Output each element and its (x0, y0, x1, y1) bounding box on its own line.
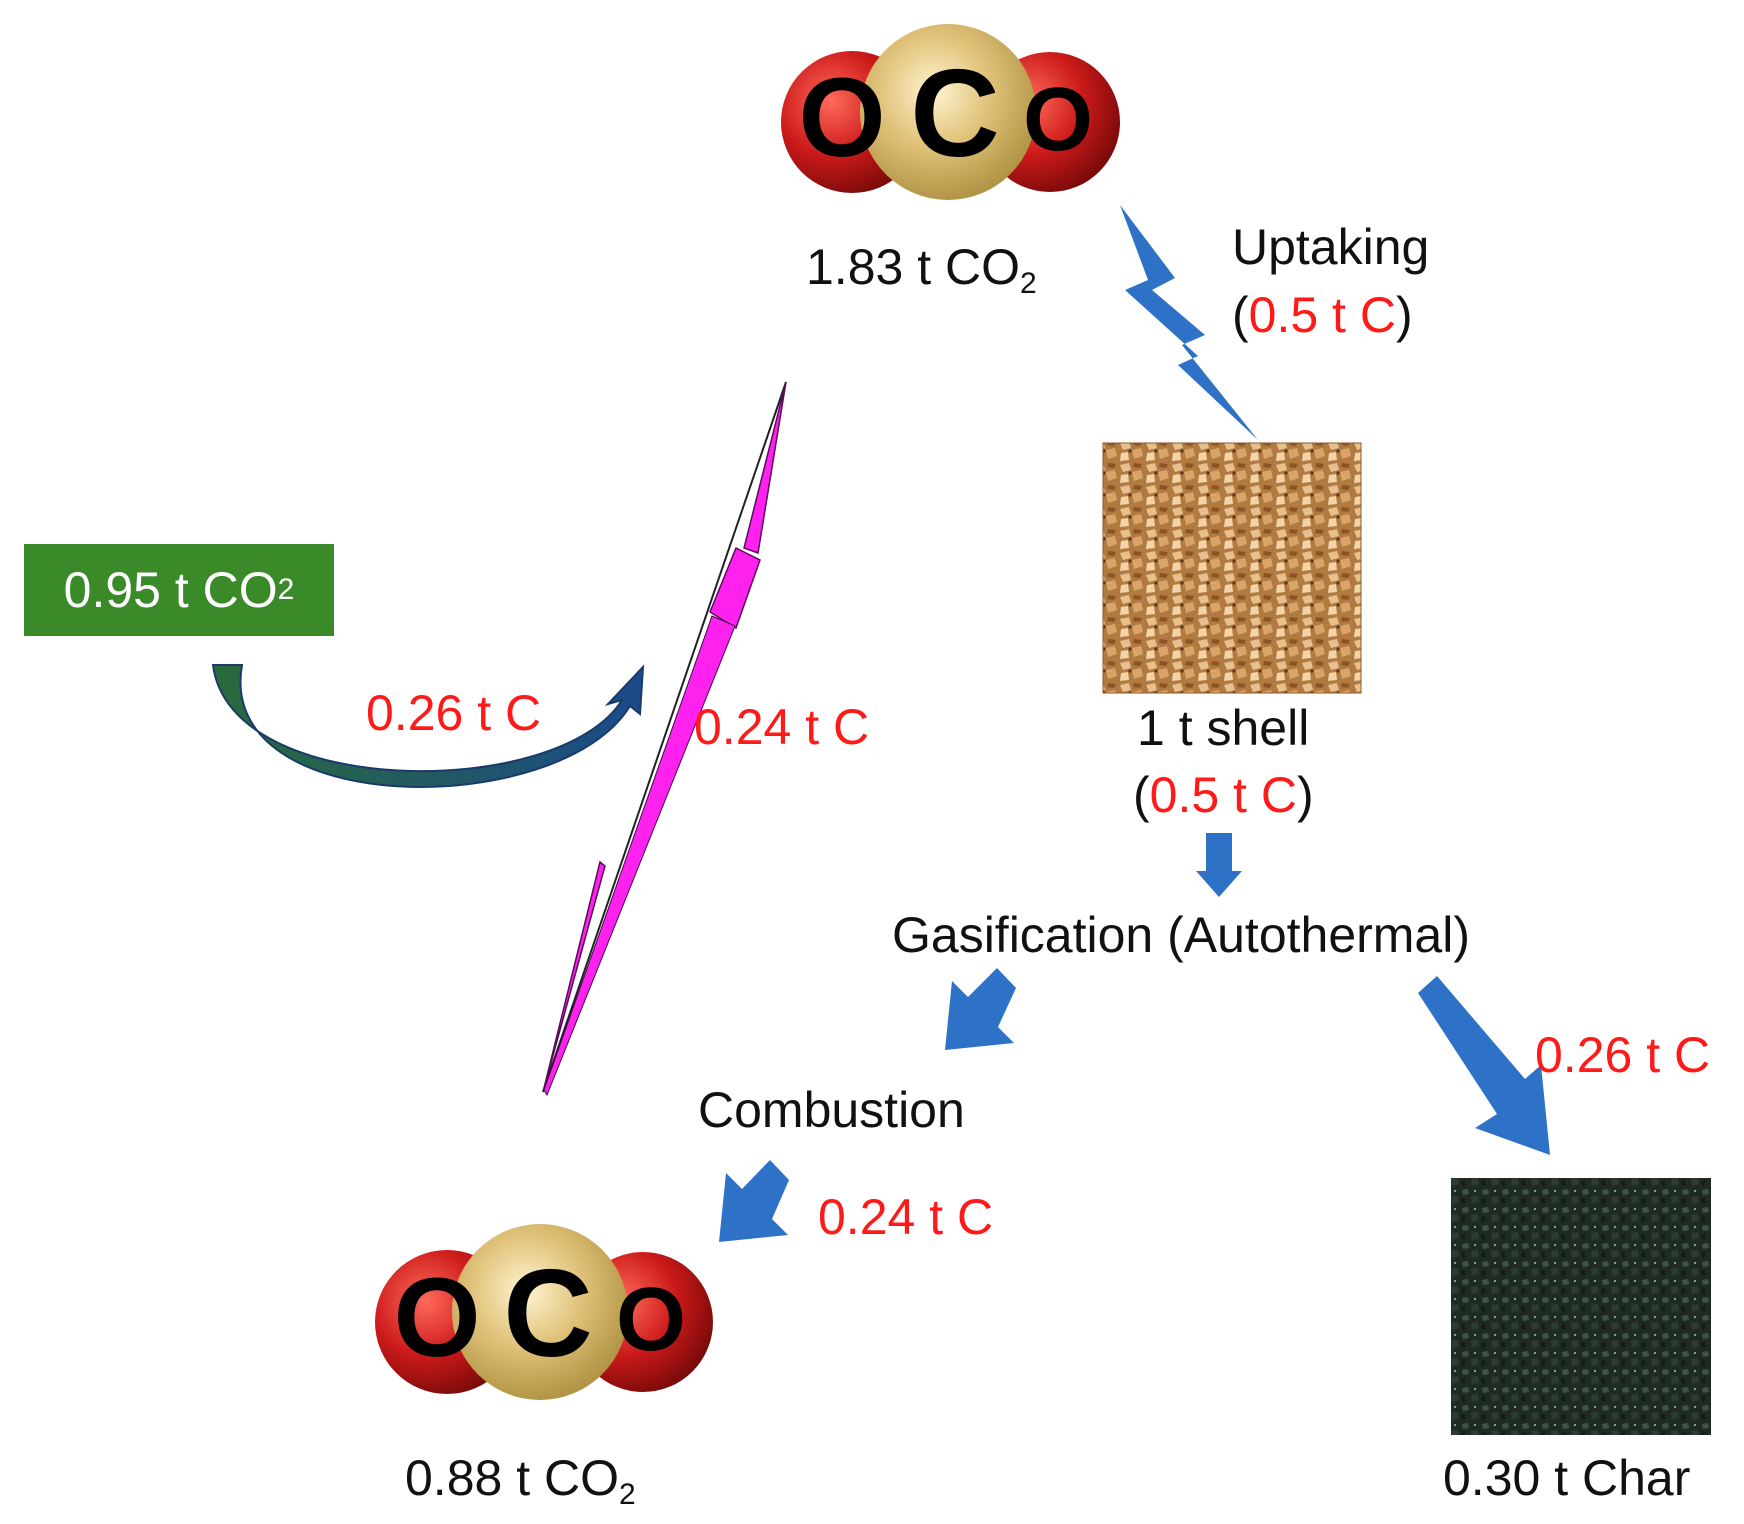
arrow-gasification-to-char (1418, 976, 1550, 1155)
combustion-flow-value: 0.24 t C (818, 1189, 994, 1245)
arrow-combustion-to-co2 (719, 1160, 789, 1242)
curved-arrow-box-to-flow (211, 664, 645, 788)
magenta-return-arrow (542, 381, 787, 1097)
char-image (1451, 1178, 1711, 1435)
shell-label: 1 t shell (1137, 700, 1310, 756)
curved-flow-value: 0.26 t C (366, 685, 542, 741)
top-carbon-atom (860, 24, 1036, 200)
bottom-atom-c: C (503, 1245, 593, 1383)
bottom-co2-label: 0.88 t CO2 (405, 1450, 636, 1511)
bottom-atom-o-right: O (616, 1270, 686, 1370)
top-atom-o-right: O (1023, 70, 1093, 170)
gasification-label: Gasification (Autothermal) (892, 907, 1471, 963)
char-flow-value: 0.26 t C (1535, 1027, 1711, 1083)
char-label: 0.30 t Char (1443, 1450, 1691, 1506)
shell-image (1103, 443, 1361, 693)
uptaking-carbon-line: (0.5 t C) (1232, 287, 1413, 343)
bottom-co2-molecule: O C O (375, 1224, 713, 1400)
arrow-shell-to-gasification (1196, 833, 1242, 897)
arrow-gasification-to-combustion (945, 968, 1016, 1050)
uptaking-carbon-value: 0.5 t C (1248, 287, 1396, 343)
shell-carbon-value: 0.5 t C (1149, 767, 1297, 823)
vertical-flow-value: 0.24 t C (694, 699, 870, 755)
top-co2-molecule: O C O (781, 24, 1120, 200)
top-co2-label: 1.83 t CO2 (806, 239, 1037, 300)
bottom-atom-o-left: O (393, 1255, 480, 1380)
bottom-carbon-atom (452, 1224, 628, 1400)
shell-carbon-line: (0.5 t C) (1133, 767, 1314, 823)
top-atom-c: C (910, 45, 1000, 183)
uptaking-label: Uptaking (1232, 219, 1430, 275)
combustion-label: Combustion (698, 1082, 965, 1138)
top-atom-o-left: O (798, 55, 885, 180)
lightning-bolt-arrow (1120, 205, 1258, 440)
